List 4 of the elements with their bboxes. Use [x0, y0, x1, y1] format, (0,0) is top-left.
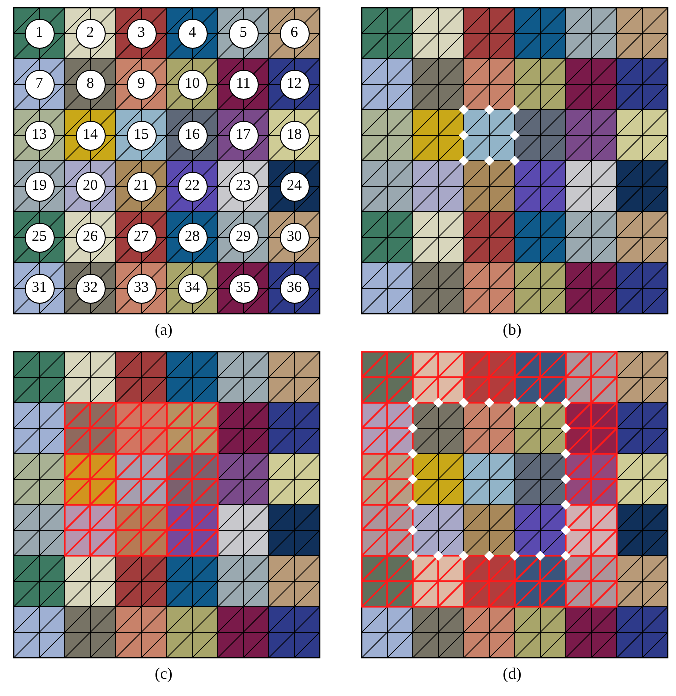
panel-label: (d)	[503, 666, 522, 684]
panel-label: (b)	[503, 322, 522, 340]
panel-label: (a)	[155, 322, 173, 340]
panel-label: (c)	[155, 666, 173, 684]
